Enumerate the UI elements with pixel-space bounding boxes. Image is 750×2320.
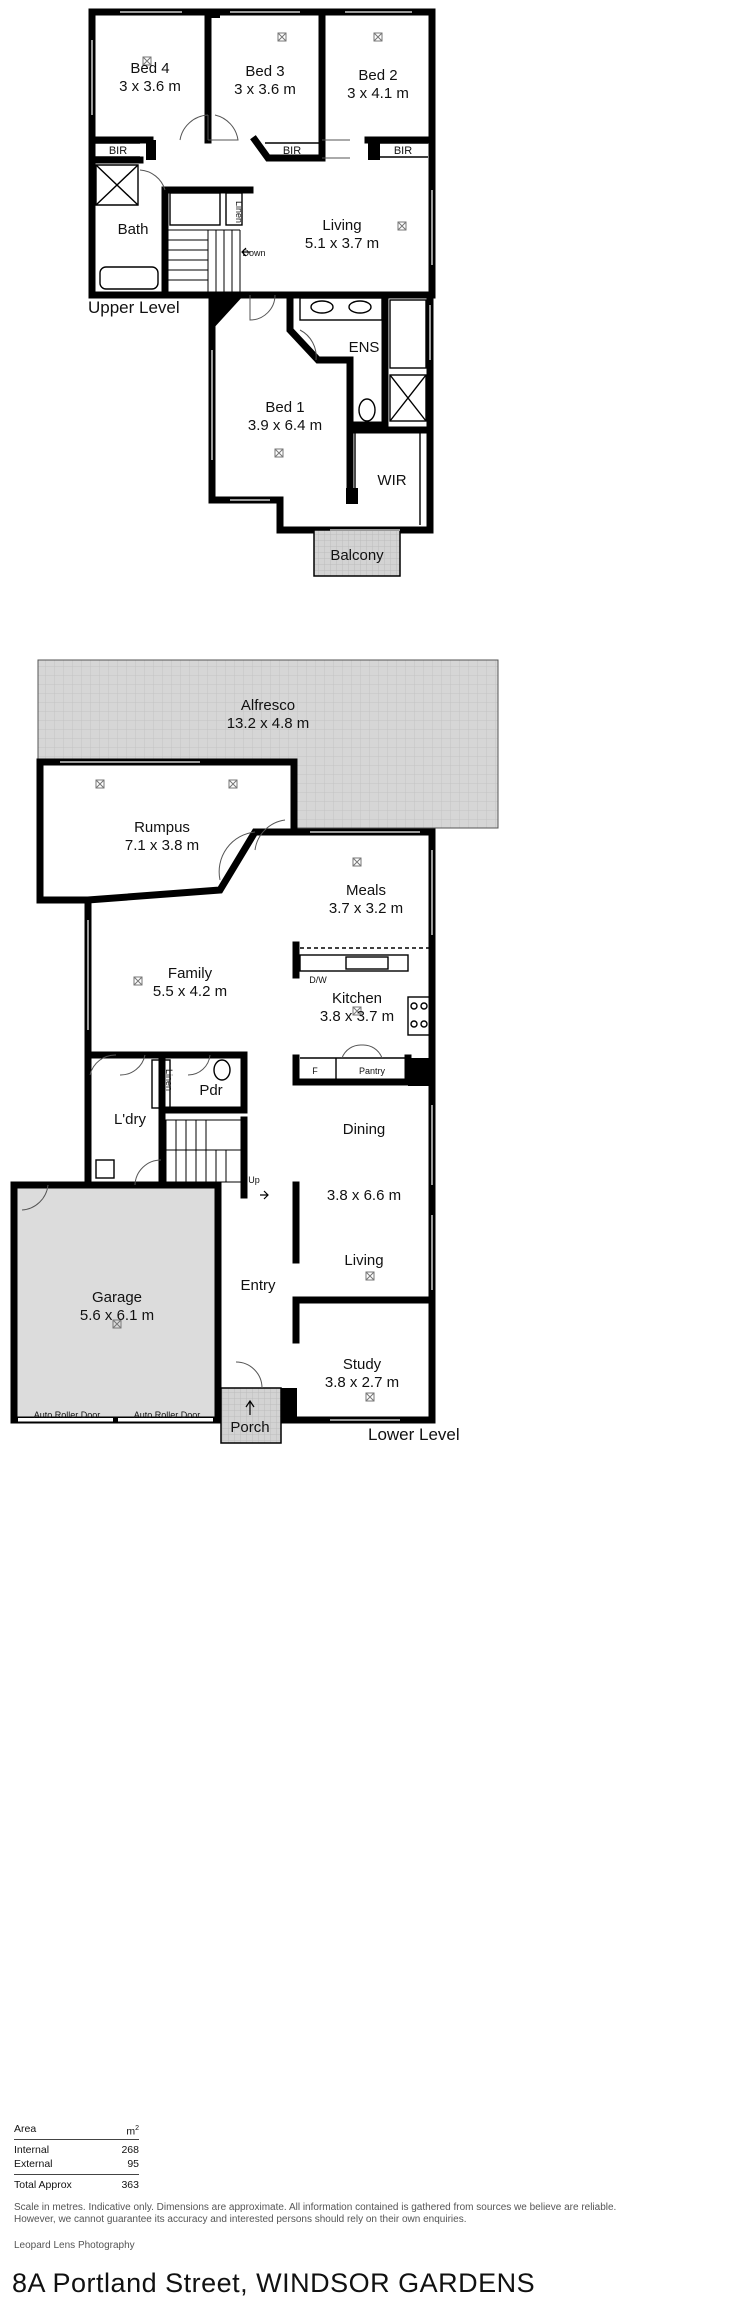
area-row-label: Internal: [14, 2143, 50, 2156]
ens-name: ENS: [349, 339, 380, 356]
pantry-label: Pantry: [359, 1066, 386, 1076]
area-row-total: Total Approx 363: [14, 2173, 139, 2192]
area-header-label: Area: [14, 2123, 37, 2135]
upper-level-plan: [88, 8, 436, 577]
meals-dims: 3.7 x 3.2 m: [329, 900, 403, 917]
study-name: Study: [343, 1356, 382, 1373]
disclaimer-text: Scale in metres. Indicative only. Dimens…: [14, 2202, 617, 2225]
bed3-name: Bed 3: [245, 63, 284, 80]
upper-living-dims: 5.1 x 3.7 m: [305, 235, 379, 252]
lower-level-label: Lower Level: [368, 1425, 460, 1444]
family-name: Family: [168, 965, 213, 982]
lower-level-plan: [10, 247, 499, 1444]
alfresco-dims: 13.2 x 4.8 m: [227, 715, 310, 732]
property-address: 8A Portland Street, WINDSOR GARDENS: [12, 2268, 536, 2298]
bed1-dims: 3.9 x 6.4 m: [248, 417, 322, 434]
bed4-dims: 3 x 3.6 m: [119, 78, 181, 95]
alfresco-name: Alfresco: [241, 697, 295, 714]
area-row-external: External 95: [14, 2157, 139, 2171]
area-row-internal: Internal 268: [14, 2143, 139, 2157]
area-table: Area m2 Internal 268 External 95 Total A…: [14, 2122, 139, 2192]
dining-name: Dining: [343, 1121, 386, 1138]
entry-name: Entry: [240, 1277, 276, 1294]
linen-label-lower: Linen: [164, 1069, 174, 1091]
bed2-name: Bed 2: [358, 67, 397, 84]
family-dims: 5.5 x 4.2 m: [153, 983, 227, 1000]
rumpus-dims: 7.1 x 3.8 m: [125, 837, 199, 854]
roller-door-label-2: Auto Roller Door: [134, 1410, 201, 1420]
bir-label-1: BIR: [109, 145, 127, 157]
area-total-value: 363: [121, 2178, 139, 2191]
porch-name: Porch: [230, 1419, 269, 1436]
balcony-name: Balcony: [330, 547, 384, 564]
area-header-unit: m2: [126, 2125, 139, 2138]
area-table-header: Area m2: [14, 2122, 139, 2140]
laundry-name: L'dry: [114, 1111, 147, 1128]
area-row-value: 95: [127, 2157, 139, 2170]
dw-label: D/W: [309, 975, 327, 985]
dining-living-dims: 3.8 x 6.6 m: [327, 1187, 401, 1204]
photographer-credit: Leopard Lens Photography: [14, 2240, 135, 2251]
bed1-name: Bed 1: [265, 399, 304, 416]
up-label: Up: [248, 1175, 260, 1185]
rumpus-name: Rumpus: [134, 819, 190, 836]
kitchen-dims: 3.8 x 3.7 m: [320, 1008, 394, 1025]
upper-living-name: Living: [322, 217, 361, 234]
study-dims: 3.8 x 2.7 m: [325, 1374, 399, 1391]
bir-label-2: BIR: [283, 145, 301, 157]
roller-door-label-1: Auto Roller Door: [34, 1410, 101, 1420]
bir-label-3: BIR: [394, 145, 412, 157]
upper-level-label: Upper Level: [88, 298, 180, 317]
bed2-dims: 3 x 4.1 m: [347, 85, 409, 102]
bath-name: Bath: [118, 221, 149, 238]
area-row-value: 268: [121, 2143, 139, 2156]
wir-name: WIR: [377, 472, 406, 489]
fridge-label: F: [312, 1066, 318, 1076]
bed4-name: Bed 4: [130, 60, 169, 77]
linen-label-upper: Linen: [234, 201, 244, 223]
kitchen-name: Kitchen: [332, 990, 382, 1007]
meals-name: Meals: [346, 882, 386, 899]
area-total-label: Total Approx: [14, 2178, 72, 2191]
down-label: Down: [242, 248, 265, 258]
garage-name: Garage: [92, 1289, 142, 1306]
area-row-label: External: [14, 2157, 53, 2170]
bed3-dims: 3 x 3.6 m: [234, 81, 296, 98]
pdr-name: Pdr: [199, 1082, 222, 1099]
lower-living-name: Living: [344, 1252, 383, 1269]
garage-dims: 5.6 x 6.1 m: [80, 1307, 154, 1324]
